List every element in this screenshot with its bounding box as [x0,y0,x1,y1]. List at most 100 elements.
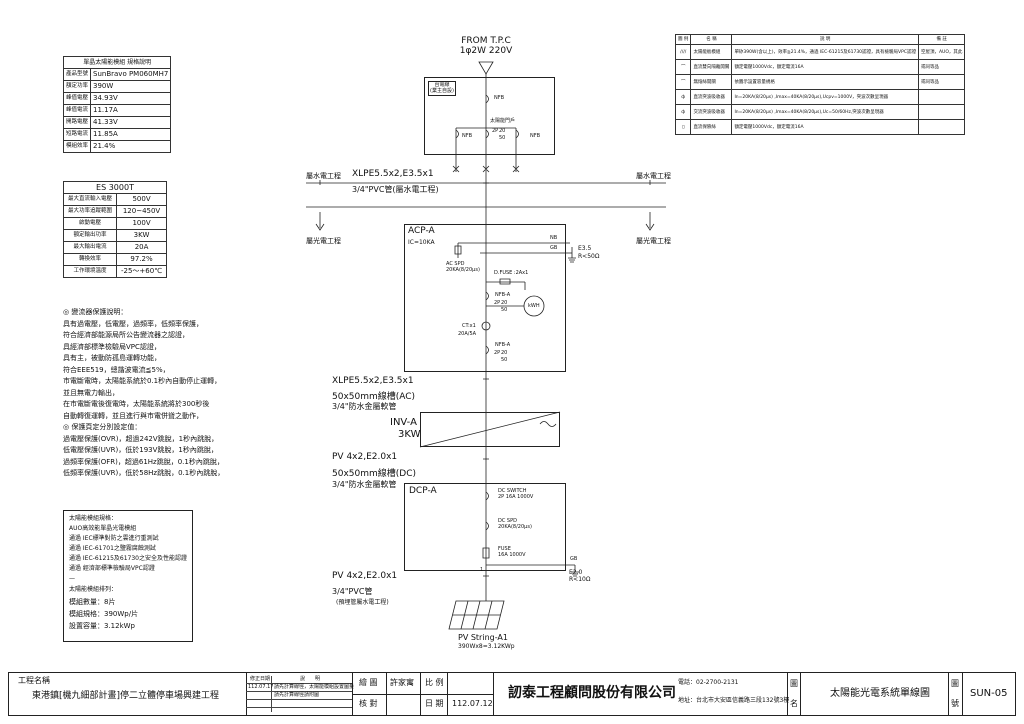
inverter-diagonal [420,412,560,447]
drawing-number: SUN-05 [970,688,1008,699]
inverter-row-key: 額定輸出功率 [62,229,118,242]
dc-isolator-icon: ⌒ [674,59,692,75]
cable-label-1: XLPE5.5x2,E3.5x1 [352,169,434,179]
dcp-fuse-2: 16A 1000V [498,552,526,558]
revision-header-date: 修正日期 [250,676,271,682]
acp-nfb1-p: 2P [494,300,501,306]
spec-line: 太陽能模組排列： [69,586,118,593]
note-line: 在市電斷電後復電時，太陽能系統將於300秒後 [63,400,210,408]
project-name: 東港鎮[機九細部計畫]停二立體停車場興建工程 [32,691,220,701]
acp-nfb2-20: 20 [501,350,508,356]
inverter-row-value: 97.2% [116,253,167,266]
legend-note: 空屋頂，AUO，其此 [917,44,966,60]
company-address: 地址：台北市大安區信義路三段132號3樓 [678,697,790,704]
note-line: 具有主，被動防孤島運轉功能， [63,354,161,362]
acp-ground-2: R<50Ω [578,253,600,260]
dcp-gb: GB [570,556,578,562]
dcp-switch-1: DC SWITCH [498,488,527,494]
inverter-row-key: 最大直流輸入電壓 [62,193,118,206]
drawing-title: 太陽能光電系統單線圖 [830,688,930,699]
module-row-value: 41.33V [90,116,172,129]
legend-header: 圖 例 [674,34,692,45]
legend-header: 備 註 [917,34,966,45]
drawn-by-name: 許家寓 [390,678,414,687]
drawing-number-label-1: 圖 [951,679,959,688]
supply-terminal-symbol [479,62,493,74]
spec-line: 模組規格：390Wp/片 [69,610,139,618]
dc-spd-icon: ф [674,89,692,105]
tpc-meter-2p: 2P [492,128,499,134]
tpc-meter-note: 太陽能門戶 [490,118,516,124]
module-row-key: 短路電流 [62,128,92,141]
spec-line: 太陽能模組規格： [69,515,118,522]
legend-desc: 額定電壓1000Vdc，額定電流16A [731,59,919,75]
tpc-nfb-main-label: NFB [494,95,505,101]
module-row-key: 額定功率 [62,80,92,93]
inverter-row-value: 20A [116,241,167,254]
acp-nfb1-50: 50 [501,307,508,313]
legend-desc: 依圖示設置容量規格 [731,74,919,90]
pv-string-name: PV String-A1 [458,633,508,642]
inverter-row-value: -25～+60℃ [116,265,167,278]
company-name: 訒泰工程顧問股份有限公司 [508,685,676,701]
inverter-row-value: 120~450V [116,205,167,218]
legend-note: 或同等品 [917,59,966,75]
acp-ic: IC=10KA [408,239,435,246]
ac-wave-symbol [540,422,556,427]
legend-desc: In=20KA(8/20μs) ,Imax=40KA(8/20μs),Ucpv=… [731,89,919,105]
dcp-panel-box [404,483,566,571]
acp-ground-1: E3.5 [578,245,592,252]
legend-desc: 單矽390W(含以上)，效率≧21.4%，通過 IEC-61215及61730認… [731,44,919,60]
inverter-table-title: ES 3000T [63,181,167,194]
dcp-spd-1: DC SPD [498,518,517,524]
spec-line: 通過 IEC-61215及61730之安全及性能認證 [69,555,187,562]
legend-name: 無熔絲開關 [690,74,733,90]
legend-note [917,119,966,135]
legend-name: 直流保險絲 [690,119,733,135]
tpc-meter-box [424,77,555,155]
acp-kwh: kWH [528,303,540,309]
company-tel: 電話：02-2700-2131 [678,679,739,686]
acp-ct-2: 20A/5A [458,331,477,337]
inverter-row-key: 啟動電壓 [62,217,118,230]
dcp-switch-2: 2P 16A 1000V [498,494,534,500]
spec-line: — [69,575,75,582]
dcp-fuse-1: FUSE [498,546,511,552]
acp-nfb2-p: 2P [494,350,501,356]
acp-spd-1: AC SPD [446,261,465,267]
acp-nfb1-20: 20 [501,300,508,306]
module-row-key: 產品型號 [62,68,92,81]
acp-gb: GB [550,245,558,251]
legend-note [917,89,966,105]
dc-fuse-icon: ▯ [674,119,692,135]
tpc-note-line2: (業主自設) [430,88,454,94]
module-row-value: 11.85A [90,128,172,141]
drawing-name-label-2: 名 [790,699,798,708]
acp-panel-box [404,224,566,372]
tpc-nfb-a-label: NFB [462,133,473,139]
drawing-number-label-2: 號 [951,699,959,708]
legend-name: 直流突波吸收器 [690,89,733,105]
note-line: 符合EEE519，總諧波電流≦5%， [63,365,170,374]
project-name-label: 工程名稱 [18,676,50,685]
inverter-row-value: 500V [116,193,167,206]
inverter-row-key: 轉換效率 [62,253,118,266]
date-label: 日 期 [425,699,444,708]
revision-date: 112.07.17 [248,684,274,690]
tpc-meter-20: 20 [499,128,506,134]
title-block [8,672,1016,716]
note-line: 市電斷電時，太陽能系統於0.1秒內自動停止運轉， [63,377,222,385]
inverter-name: INV-A [390,417,417,428]
inverter-row-value: 3KW [116,229,167,242]
conduit-label-2: 3/4"防水金屬軟管 [332,402,397,411]
dcp-ground-1: E2.0 [569,569,583,576]
scale-label: 比 例 [425,678,444,687]
note-line: 低電壓保護(UVR)，低於193V跳脫，1秒內跳脫， [63,446,218,454]
conduit-label-3: 3/4"防水金屬軟管 [332,480,397,489]
module-row-key: 峰值電壓 [62,92,92,105]
revision-line-1: 請先計算線徑，太陽能模組設置圖量 [274,684,355,690]
module-table-title: 單晶太陽能模組 規格說明 [62,56,172,69]
legend-note: 或同等品 [917,74,966,90]
note-line: 過頻率保護(OFR)，超過61Hz跳脫，0.1秒內跳脫， [63,457,224,466]
